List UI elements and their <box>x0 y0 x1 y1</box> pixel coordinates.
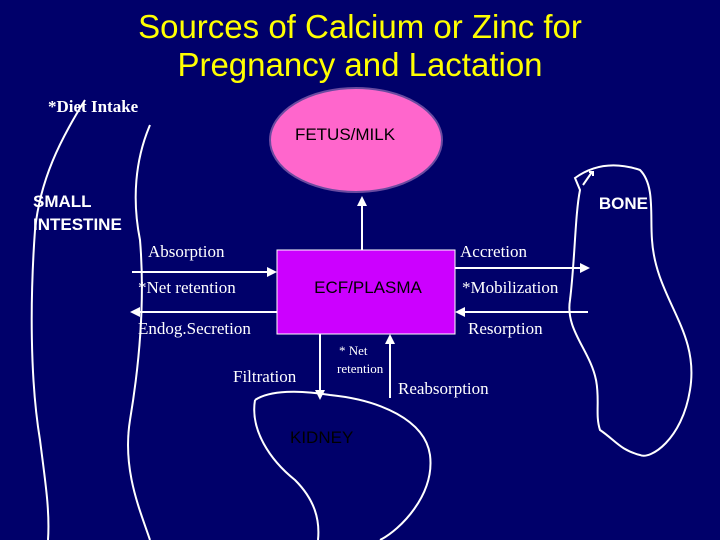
ecf-plasma-node <box>276 249 456 335</box>
small-intestine-label-2: INTESTINE <box>33 215 122 234</box>
ecf-plasma-label: ECF/PLASMA <box>314 278 422 297</box>
fetus-milk-node <box>269 87 443 193</box>
slide-title: Sources of Calcium or Zinc for Pregnancy… <box>138 8 582 83</box>
small-intestine-label-1: SMALL <box>33 192 92 211</box>
kidney-outline <box>253 390 432 540</box>
fetus-milk-label: FETUS/MILK <box>295 125 396 144</box>
small-intestine-outline <box>30 99 151 540</box>
absorption-label: Absorption <box>148 242 225 261</box>
filtration-label: Filtration <box>233 367 297 386</box>
diet-intake-label: *Diet Intake <box>48 97 139 116</box>
net-retention-label: *Net retention <box>138 278 236 297</box>
reabsorption-label: Reabsorption <box>398 379 489 398</box>
bone-label: BONE <box>599 194 648 213</box>
mobilization-label: *Mobilization <box>462 278 559 297</box>
kidney-net-label-2: retention <box>337 361 384 376</box>
resorption-label: Resorption <box>468 319 543 338</box>
kidney-net-label-1: * Net <box>339 343 368 358</box>
accretion-label: Accretion <box>460 242 528 261</box>
endog-secretion-label: Endog.Secretion <box>138 319 251 338</box>
kidney-label: KIDNEY <box>290 428 353 447</box>
bone-outline <box>568 164 693 457</box>
